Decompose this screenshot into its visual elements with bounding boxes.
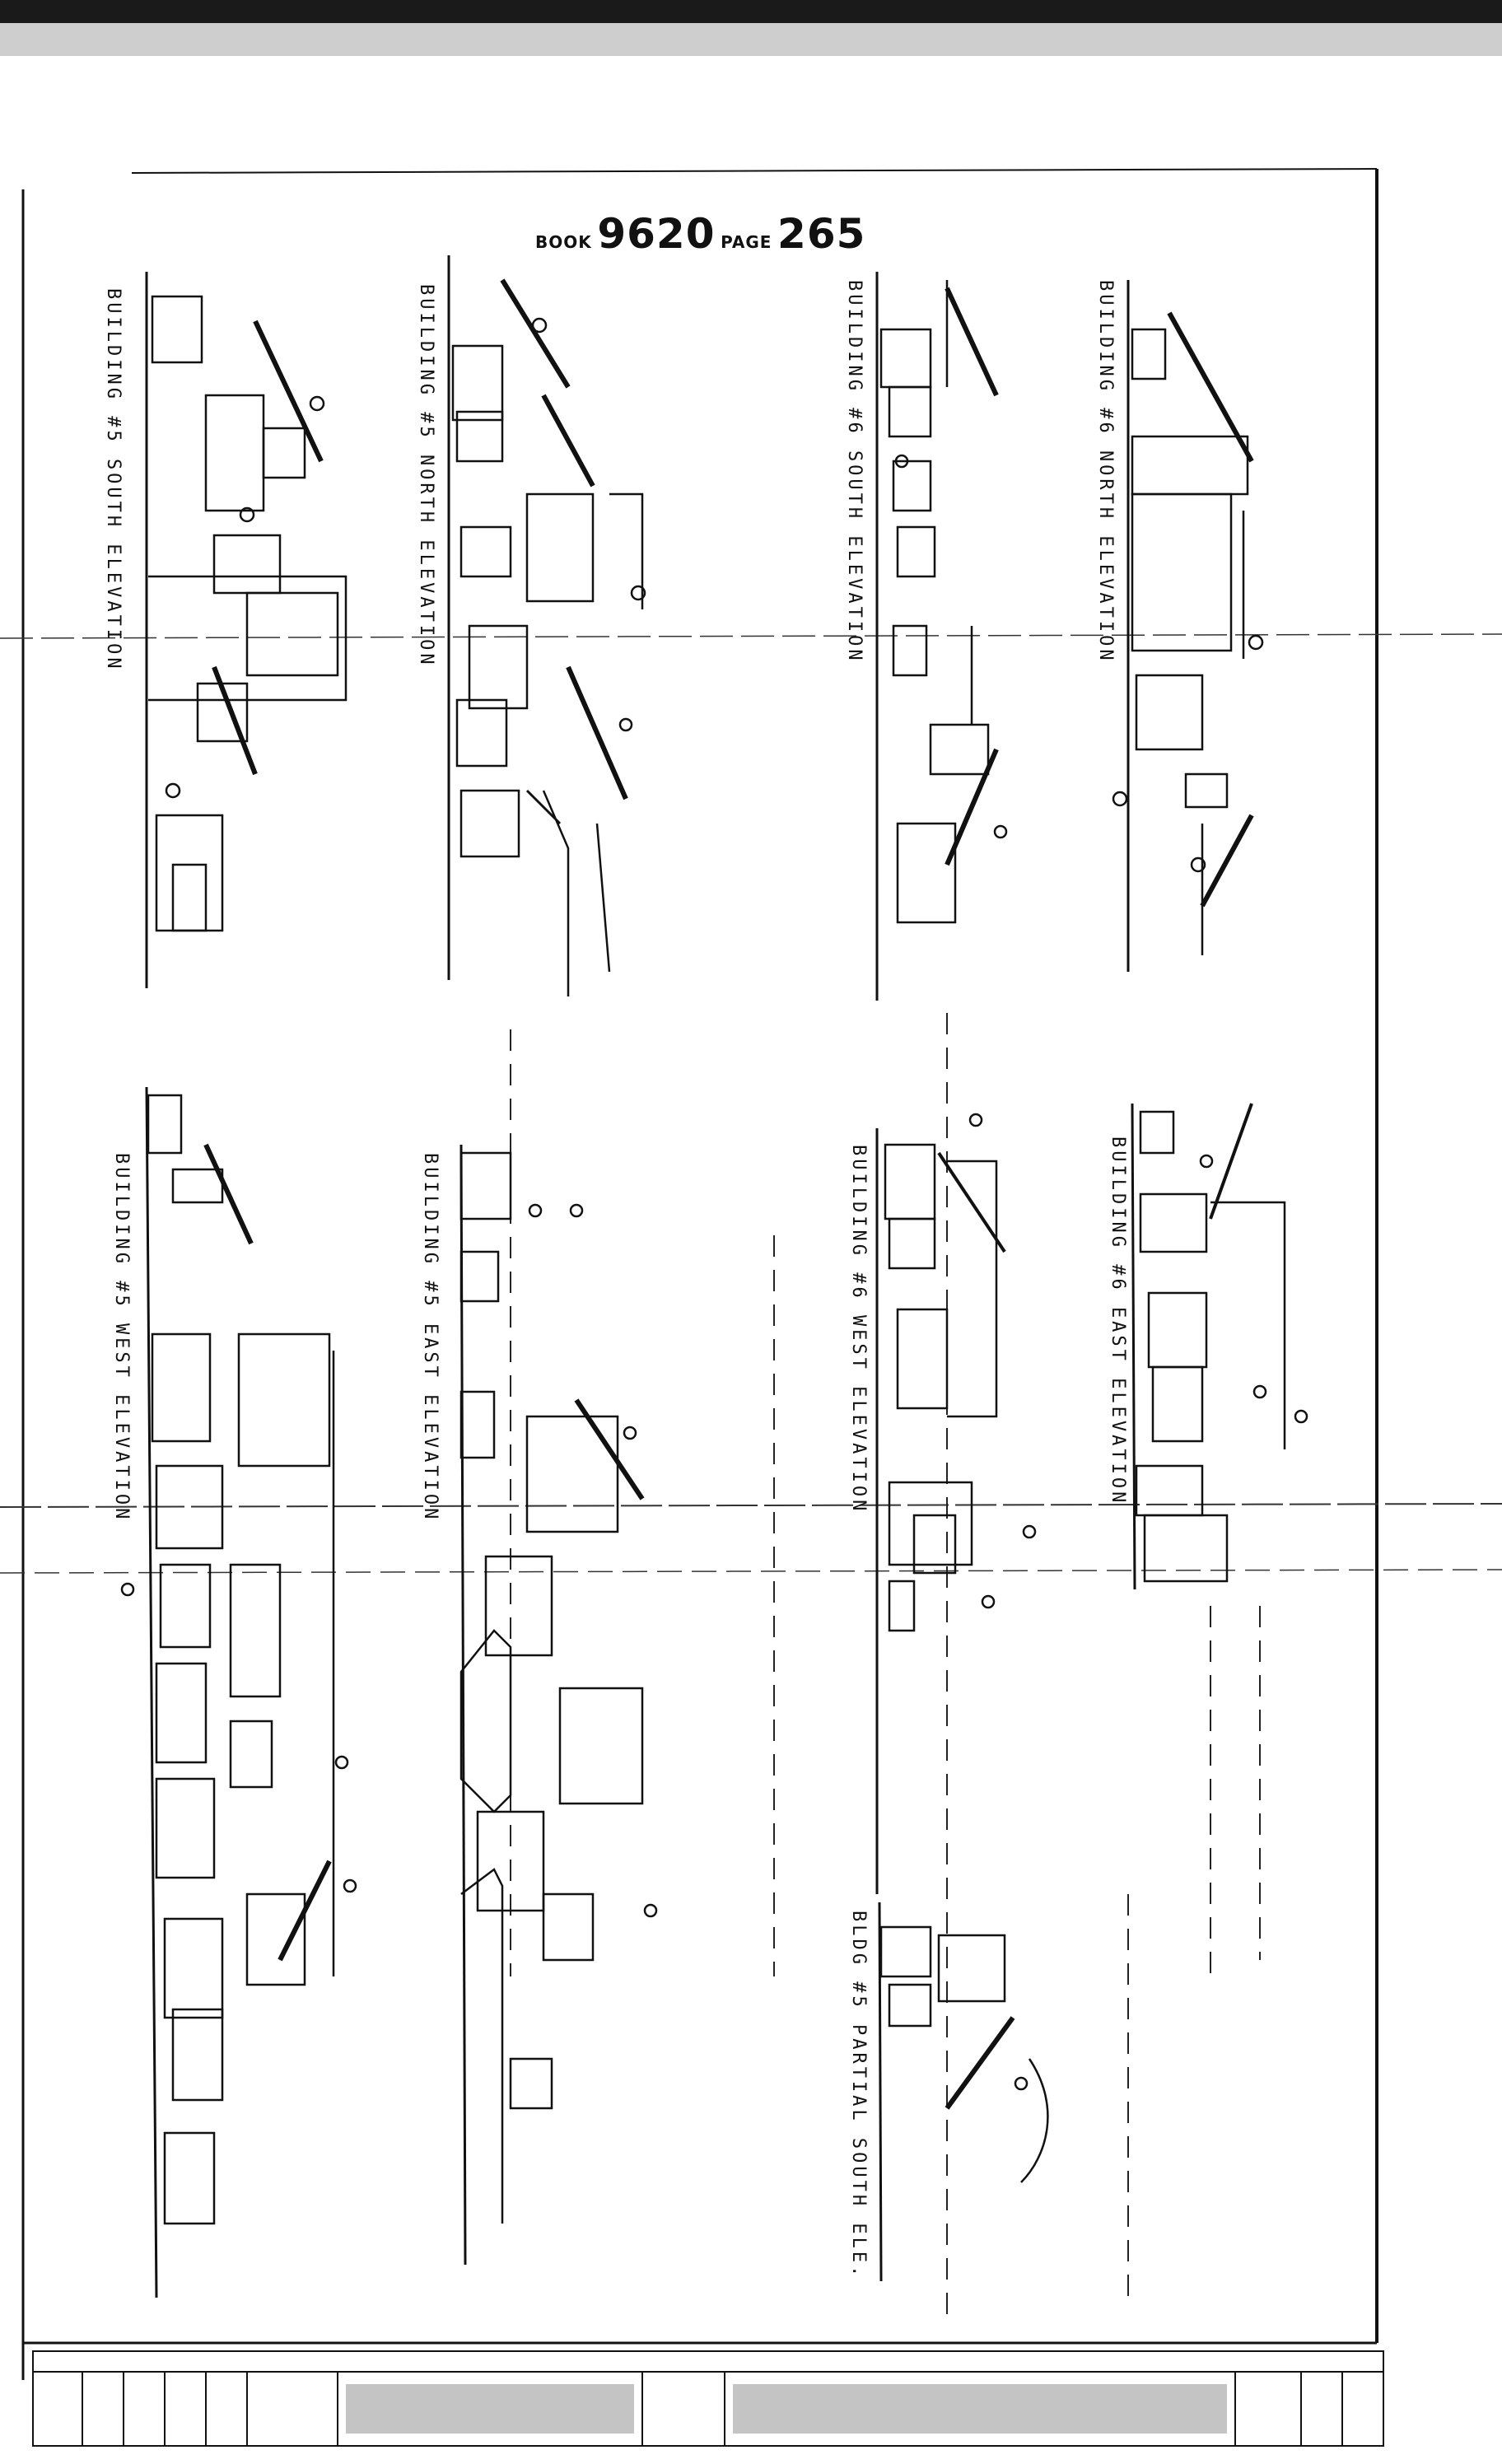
elevation-b5-west (120, 1094, 357, 2225)
elevation-b5-south (148, 295, 348, 932)
title-block (32, 2350, 1384, 2447)
fold-line-3 (0, 1569, 1502, 1574)
label-b5-east: BUILDING #5 EAST ELEVATION (420, 1153, 441, 1523)
elevation-b6-east (1135, 1103, 1308, 1583)
page-label: PAGE (721, 232, 772, 252)
label-b6-north: BUILDING #6 NORTH ELEVATION (1095, 280, 1116, 664)
elevation-b6-north (1112, 311, 1264, 955)
fold-line-1 (0, 633, 1502, 639)
elevation-b6-west (884, 1113, 1037, 1632)
page-number: 265 (777, 210, 866, 258)
book-number: 9620 (597, 210, 716, 258)
elevation-b5-partial (879, 1925, 1049, 2183)
label-b5-partial: BLDG #5 PARTIAL SOUTH ELE. (848, 1911, 869, 2280)
label-b6-west: BUILDING #6 WEST ELEVATION (848, 1145, 869, 1514)
book-label: BOOK (535, 232, 592, 252)
elevation-b6-south (879, 280, 1008, 924)
elevation-b5-east (459, 1151, 658, 2224)
recording-stamp: BOOK 9620 PAGE 265 (535, 210, 865, 258)
label-b6-east: BUILDING #6 EAST ELEVATION (1108, 1136, 1128, 1506)
border-top (131, 168, 1378, 174)
label-b5-north: BUILDING #5 NORTH ELEVATION (416, 284, 436, 668)
top-scan-band (0, 23, 1502, 56)
elevation-b5-north (451, 278, 646, 996)
label-b5-south: BUILDING #5 SOUTH ELEVATION (103, 288, 124, 672)
fold-line-2 (0, 1503, 1502, 1508)
ground-lines (145, 255, 1136, 2298)
label-b6-south: BUILDING #6 SOUTH ELEVATION (844, 280, 865, 664)
top-scan-edge (0, 0, 1502, 23)
label-b5-west: BUILDING #5 WEST ELEVATION (111, 1153, 132, 1523)
